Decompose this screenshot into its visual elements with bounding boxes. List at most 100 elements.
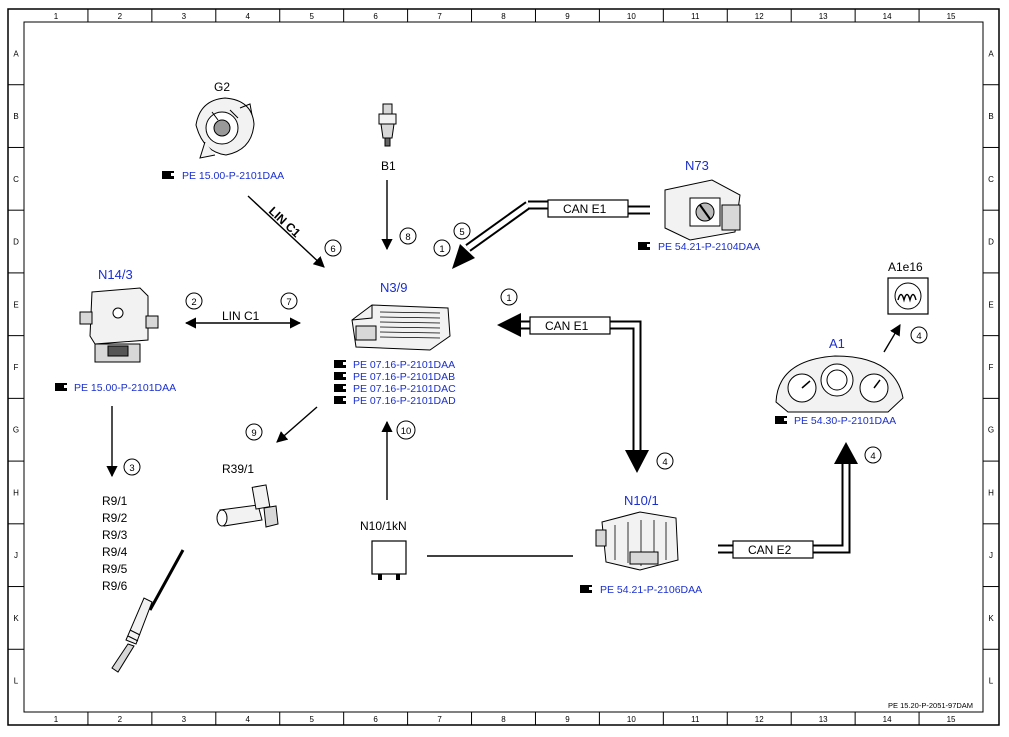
- n73-ref-link[interactable]: PE 54.21-P-2104DAA: [658, 241, 760, 253]
- glow-plug-icon: [111, 549, 185, 673]
- grid-column-label: 7: [437, 715, 442, 724]
- grid-row-label: B: [13, 112, 18, 121]
- svg-text:10: 10: [401, 426, 412, 437]
- n10-1kn-label: N10/1kN: [360, 519, 407, 533]
- grid-row-label: D: [13, 238, 19, 247]
- r9-1-label: R9/1: [102, 494, 128, 508]
- grid-column-label: 1: [54, 715, 59, 724]
- a1e16-label: A1e16: [888, 260, 923, 274]
- grid-column-label: 15: [947, 715, 956, 724]
- grid-column-label: 5: [309, 12, 314, 21]
- component-r9[interactable]: R9/1 R9/2 R9/3 R9/4 R9/5 R9/6: [102, 494, 185, 673]
- svg-text:1: 1: [506, 293, 511, 304]
- frame-inner: [23, 21, 984, 713]
- grid-column-label: 8: [501, 12, 506, 21]
- svg-text:2: 2: [191, 297, 196, 308]
- grid-column-label: 5: [309, 715, 314, 724]
- reference-icon: [638, 242, 652, 250]
- reference-icon: [162, 171, 176, 179]
- can-bus-n10-1-a1: [718, 442, 858, 559]
- grid-ticks: [8, 9, 999, 725]
- svg-text:9: 9: [251, 428, 256, 439]
- grid-column-label: 11: [691, 715, 700, 724]
- grid-row-label: D: [988, 238, 994, 247]
- relay-icon: [371, 540, 407, 580]
- a1-label: A1: [829, 336, 845, 351]
- component-n14-3[interactable]: N14/3 PE 15.00-P-2101DAA: [55, 267, 176, 394]
- callout-4a: 4: [656, 452, 674, 470]
- alternator-icon: [195, 97, 255, 159]
- svg-text:4: 4: [870, 451, 875, 462]
- n73-label: N73: [685, 158, 709, 173]
- grid-row-label: G: [988, 426, 994, 435]
- can-label-a1: CAN E2: [748, 543, 792, 557]
- n3-9-label: N3/9: [380, 280, 407, 295]
- frame-outer: [7, 8, 1000, 726]
- n3-9-ref-link-1[interactable]: PE 07.16-P-2101DAA: [353, 359, 455, 371]
- callout-2: 2: [185, 292, 203, 310]
- grid-row-label: L: [14, 677, 19, 686]
- can-label-n10-1: CAN E1: [545, 319, 589, 333]
- grid-labels: 1122334455667788991010111112121313141415…: [13, 12, 994, 724]
- grid-column-label: 12: [755, 12, 764, 21]
- component-n73[interactable]: N73 PE 54.21-P-2104DAA: [638, 158, 760, 253]
- grid-column-label: 2: [118, 715, 123, 724]
- component-n3-9[interactable]: N3/9 PE 07.16-P-2101DAA PE 07.16-P-2101D…: [334, 280, 456, 407]
- control-unit-icon: [79, 287, 159, 363]
- grid-column-label: 14: [883, 715, 892, 724]
- g2-ref-link[interactable]: PE 15.00-P-2101DAA: [182, 170, 284, 182]
- grid-column-label: 11: [691, 12, 700, 21]
- component-n10-1[interactable]: N10/1 PE 54.21-P-2106DAA: [580, 493, 702, 596]
- grid-column-label: 8: [501, 715, 506, 724]
- callout-9: 9: [245, 423, 263, 441]
- n3-9-ref-link-4[interactable]: PE 07.16-P-2101DAD: [353, 395, 456, 407]
- svg-text:7: 7: [286, 297, 291, 308]
- can-label-n73: CAN E1: [563, 202, 607, 216]
- grid-column-label: 9: [565, 12, 570, 21]
- component-n10-1kn[interactable]: N10/1kN: [360, 519, 407, 580]
- component-g2[interactable]: G2 PE 15.00-P-2101DAA: [162, 80, 284, 182]
- grid-column-label: 10: [627, 12, 636, 21]
- callout-3: 3: [123, 458, 141, 476]
- component-r39-1[interactable]: R39/1: [216, 462, 279, 528]
- grid-row-label: E: [13, 300, 18, 309]
- can-bus-n73-n3-9: [452, 199, 650, 269]
- n3-9-ref-link-2[interactable]: PE 07.16-P-2101DAB: [353, 371, 455, 383]
- grid-row-label: K: [988, 614, 994, 623]
- grid-column-label: 4: [246, 715, 251, 724]
- a1-ref-link[interactable]: PE 54.30-P-2101DAA: [794, 415, 896, 427]
- svg-text:4: 4: [662, 457, 667, 468]
- component-a1e16[interactable]: A1e16: [887, 260, 929, 315]
- grid-column-label: 1: [54, 12, 59, 21]
- grid-row-label: C: [13, 175, 19, 184]
- grid-row-label: H: [13, 488, 19, 497]
- grid-column-label: 13: [819, 12, 828, 21]
- r9-2-label: R9/2: [102, 511, 128, 525]
- heater-element-icon: [216, 484, 279, 528]
- grid-row-label: C: [988, 175, 994, 184]
- callout-6: 6: [324, 239, 342, 257]
- signal-acquisition-module-icon: [595, 511, 679, 571]
- b1-label: B1: [381, 159, 396, 173]
- grid-row-label: A: [988, 49, 994, 58]
- svg-text:1: 1: [439, 244, 444, 255]
- lin-line-g2-n3-9: [247, 195, 325, 268]
- grid-row-label: F: [14, 363, 19, 372]
- callout-7: 7: [280, 292, 298, 310]
- component-a1[interactable]: A1 PE 54.30-P-2101DAA: [775, 336, 904, 427]
- grid-column-label: 7: [437, 12, 442, 21]
- grid-column-label: 12: [755, 715, 764, 724]
- reference-icon: [334, 360, 348, 404]
- n3-9-ref-link-3[interactable]: PE 07.16-P-2101DAC: [353, 383, 456, 395]
- callout-1b: 1: [500, 288, 518, 306]
- callout-4b: 4: [864, 446, 882, 464]
- component-b1[interactable]: B1: [378, 103, 397, 173]
- temperature-sensor-icon: [378, 103, 397, 147]
- callout-1a: 1: [433, 239, 451, 257]
- grid-column-label: 4: [246, 12, 251, 21]
- lin-label-g2: LIN C1: [266, 204, 304, 240]
- grid-column-label: 6: [373, 715, 378, 724]
- n10-1-ref-link[interactable]: PE 54.21-P-2106DAA: [600, 584, 702, 596]
- n14-3-ref-link[interactable]: PE 15.00-P-2101DAA: [74, 382, 176, 394]
